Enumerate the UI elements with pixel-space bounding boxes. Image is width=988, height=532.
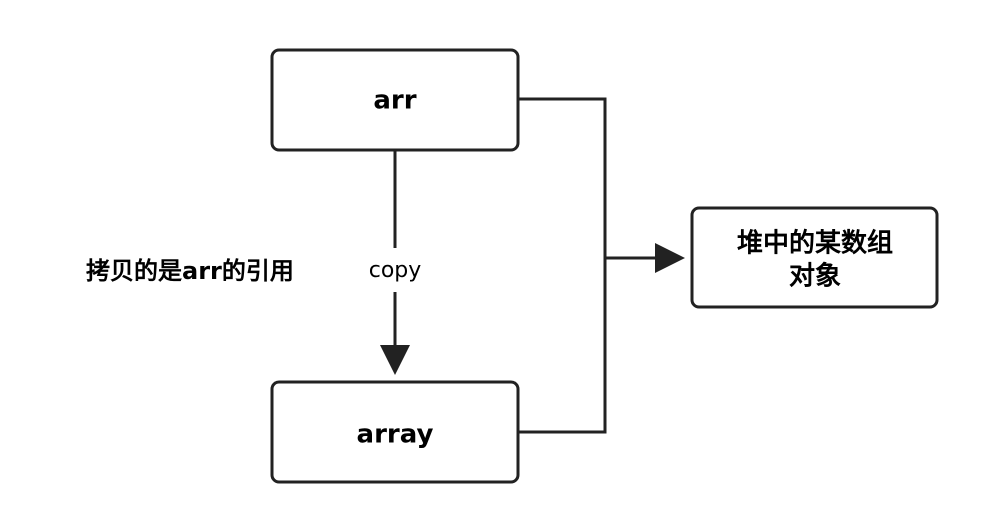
node-heap-object-label-line2: 对象 xyxy=(789,261,841,292)
node-array[interactable]: array xyxy=(270,380,520,484)
node-array-label: array xyxy=(357,420,434,450)
edge-copy-label: copy xyxy=(369,258,422,283)
edge-references xyxy=(518,97,685,434)
edge-reference-bracket xyxy=(518,97,607,434)
node-heap-object-box xyxy=(690,206,939,309)
edge-copy: copy xyxy=(369,150,422,375)
node-arr[interactable]: arr xyxy=(270,48,520,152)
node-arr-label: arr xyxy=(373,86,416,116)
node-heap-object[interactable]: 堆中的某数组 对象 xyxy=(690,206,939,309)
note-copy-reference: 拷贝的是arr的引用 xyxy=(86,257,294,285)
node-heap-object-label-line1: 堆中的某数组 xyxy=(737,228,893,259)
